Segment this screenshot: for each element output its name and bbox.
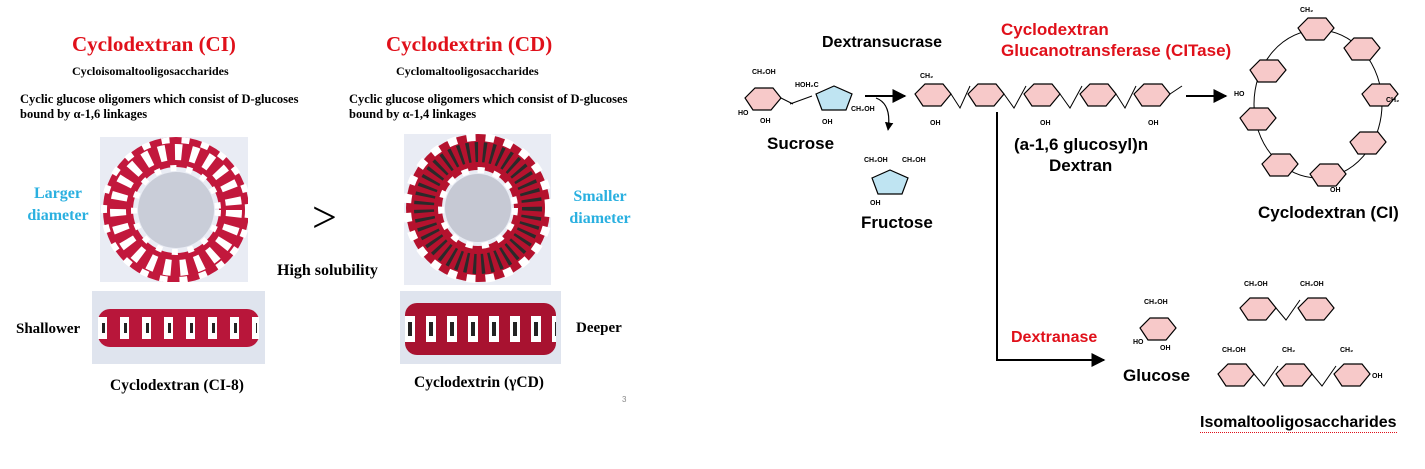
dextranase-arrow	[996, 112, 1106, 367]
glucose-structure: CH₂OH HO OH	[1133, 299, 1177, 352]
sucrose-ho-label: HO	[738, 110, 749, 117]
ci-description-line2: bound by α-1,6 linkages	[20, 107, 148, 121]
sucrose-label: Sucrose	[767, 134, 835, 153]
ci-side-model-photo	[92, 291, 265, 364]
fructose-ch2oh2-label: CH₂OH	[902, 157, 926, 164]
dextran-oh2-label: OH	[1040, 120, 1051, 127]
glucose-ho-label: HO	[1133, 339, 1144, 346]
isomaltotriose-ch2-2-label: CH₂	[1340, 347, 1353, 354]
fructose-oh-label: OH	[870, 200, 881, 207]
fructose-label: Fructose	[861, 213, 933, 232]
citase-label-line2: Glucanotransferase (CITase)	[1001, 41, 1232, 60]
ci-larger-label-line1: Larger	[34, 185, 82, 202]
ci-ring-model-photo	[100, 137, 248, 282]
glucose-label: Glucose	[1123, 366, 1191, 385]
cd-side-model-photo	[400, 291, 561, 364]
fructose-ch2oh-label: CH₂OH	[864, 157, 888, 164]
dextransucrase-label: Dextransucrase	[822, 34, 943, 51]
isomaltose-ch2oh2-label: CH₂OH	[1300, 281, 1324, 288]
citase-label-line1: Cyclodextran	[1001, 20, 1109, 39]
dextran-label-line2: Dextran	[1049, 156, 1113, 175]
dextran-ch2-label: CH₂	[920, 73, 933, 80]
cd-smaller-diameter-label: Smaller diameter	[562, 186, 638, 230]
fructose-structure: CH₂OH CH₂OH OH	[864, 157, 926, 207]
sucrose-hoh2c-label: HOH₂C	[795, 82, 819, 89]
glucose-oh-label: OH	[1160, 345, 1171, 352]
cd-title: Cyclodextrin (CD)	[386, 32, 553, 56]
cyclodextran-ring-structure: CH₂ CH₂ OH HO	[1234, 7, 1399, 194]
cd-description-line1: Cyclic glucose oligomers which consist o…	[349, 92, 628, 106]
dextran-oh3-label: OH	[1148, 120, 1159, 127]
ci-description-line1: Cyclic glucose oligomers which consist o…	[20, 92, 299, 106]
ci-caption: Cyclodextran (CI-8)	[110, 377, 244, 394]
cd-depth-label: Deeper	[576, 320, 622, 336]
ci-depth-label: Shallower	[16, 321, 81, 337]
comparison-symbol: >	[312, 193, 337, 242]
sucrose-structure: CH₂OH HOH₂C HO OH OH CH₂OH	[738, 69, 875, 126]
sucrose-oh2-label: OH	[822, 119, 833, 126]
dextran-chain: CH₂ OH OH OH	[914, 73, 1183, 127]
isomaltotriose-structure: CH₂OH CH₂ CH₂ OH	[1217, 347, 1383, 387]
ci-larger-label-line2: diameter	[27, 207, 89, 224]
ci-ring-ho-label: HO	[1234, 91, 1245, 98]
dextran-oh-label: OH	[930, 120, 941, 127]
cd-ring-model-photo	[404, 134, 551, 285]
dextran-label-line1: (a-1,6 glucosyl)n	[1014, 135, 1149, 154]
isomaltooligosaccharides-label: Isomaltooligosaccharides	[1200, 414, 1397, 433]
ci-subtitle: Cycloisomaltooligosaccharides	[72, 64, 229, 78]
isomaltotriose-oh-label: OH	[1372, 373, 1383, 380]
cd-smaller-label-line1: Smaller	[573, 188, 627, 205]
cyclodextran-ci-label: Cyclodextran (CI)	[1258, 203, 1399, 222]
ci-larger-diameter-label: Larger diameter	[18, 183, 98, 227]
sucrose-oh-label: OH	[760, 118, 771, 125]
isomaltotriose-ch2-label: CH₂	[1282, 347, 1295, 354]
dextranase-label: Dextranase	[1011, 329, 1098, 346]
cd-smaller-label-line2: diameter	[569, 210, 631, 227]
ci-ring-oh-label: OH	[1330, 187, 1341, 194]
isomaltose-ch2oh-label: CH₂OH	[1244, 281, 1268, 288]
sucrose-ch2oh2-label: CH₂OH	[851, 106, 875, 113]
glucose-ch2oh-label: CH₂OH	[1144, 299, 1168, 306]
ci-title: Cyclodextran (CI)	[72, 32, 236, 56]
page-number: 3	[622, 395, 627, 404]
cd-caption: Cyclodextrin (γCD)	[414, 374, 544, 391]
fructose-release-arrow	[875, 97, 894, 131]
comparison-label: High solubility	[277, 262, 378, 279]
isomaltotriose-ch2oh-label: CH₂OH	[1222, 347, 1246, 354]
cd-description-line2: bound by α-1,4 linkages	[349, 107, 477, 121]
ci-ring-ch2-label: CH₂	[1300, 7, 1313, 14]
cd-subtitle: Cyclomaltooligosaccharides	[396, 64, 539, 78]
ci-ring-ch2-2-label: CH₂	[1386, 97, 1399, 104]
sucrose-ch2oh-label: CH₂OH	[752, 69, 776, 76]
isomaltose-structure: CH₂OH CH₂OH	[1239, 281, 1335, 321]
